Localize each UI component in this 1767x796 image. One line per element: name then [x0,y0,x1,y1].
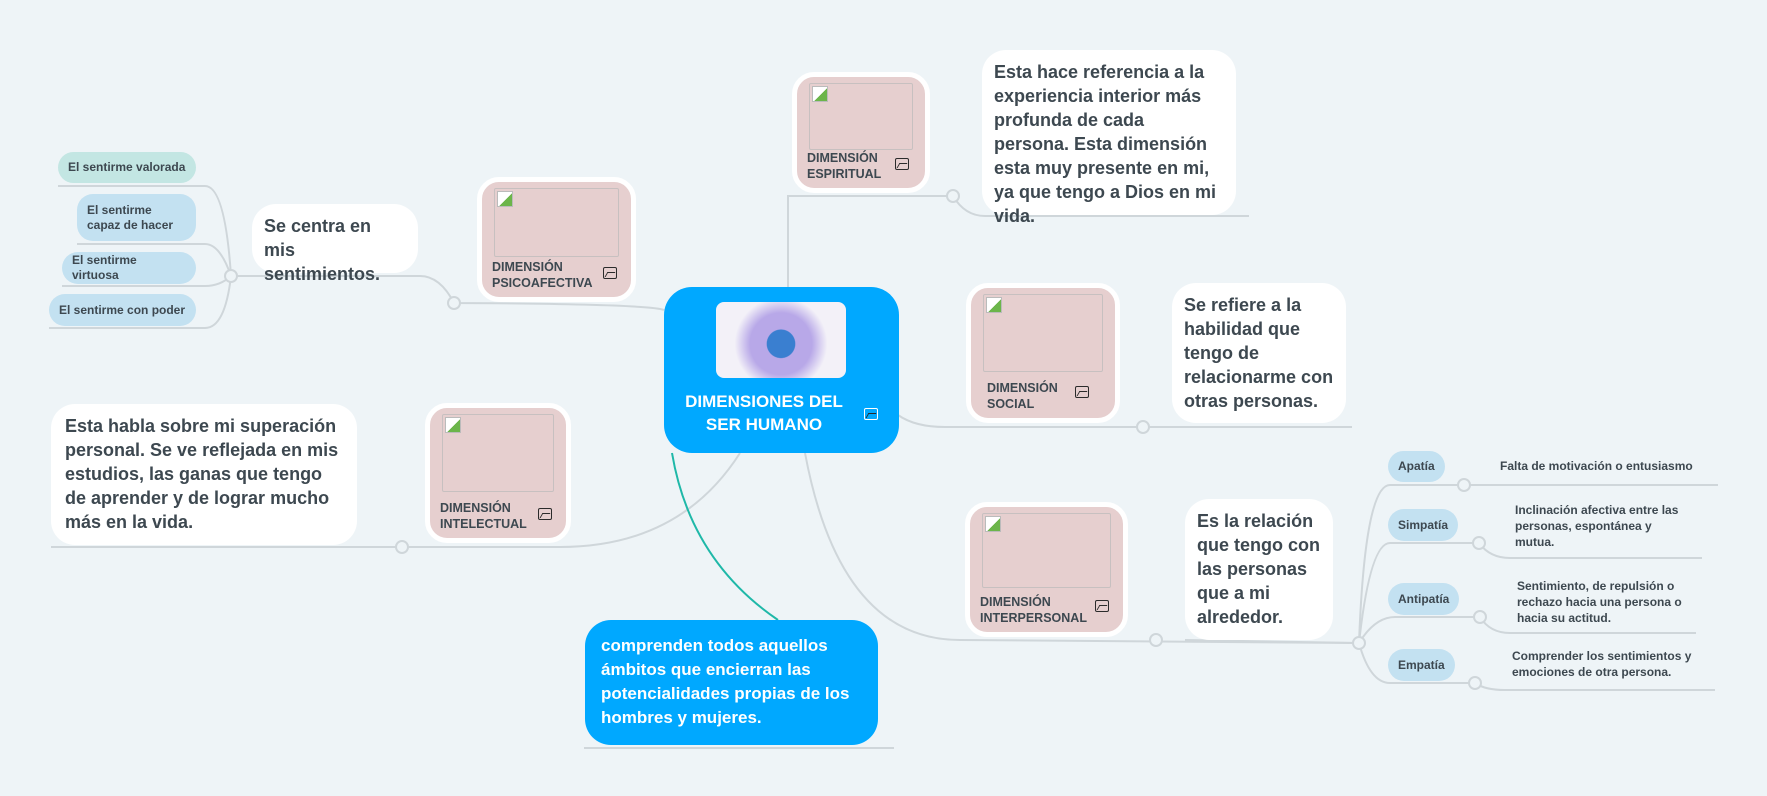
psicoafectiva-text[interactable]: Se centra en mis sentimientos. [252,204,418,284]
child-empatia[interactable]: Empatía [1388,649,1455,681]
child-antipatia[interactable]: Antipatía [1388,583,1460,615]
desc-antipatia[interactable]: Sentimiento, de repulsión o rechazo haci… [1517,579,1682,625]
desc-empatia[interactable]: Comprender los sentimientos y emociones … [1512,649,1692,679]
child-apatia[interactable]: Apatía [1388,451,1445,482]
broken-image [442,414,554,492]
broken-image [982,513,1111,588]
image-icon[interactable] [538,508,552,520]
image-icon[interactable] [864,408,878,420]
broken-image [983,294,1103,372]
child-simpatia[interactable]: Simpatía [1388,509,1459,541]
child-poder[interactable]: El sentirme con poder [49,294,196,326]
broken-image [494,188,619,257]
child-valorada[interactable]: El sentirme valorada [58,152,196,183]
image-icon[interactable] [603,267,617,279]
central-image [716,302,846,378]
image-icon[interactable] [1075,386,1089,398]
desc-simpatia[interactable]: Inclinación afectiva entre las personas,… [1515,503,1679,549]
desc-apatia[interactable]: Falta de motivación o entusiasmo [1500,459,1693,473]
social-text[interactable]: Se refiere a la habilidad que tengo de r… [1172,283,1346,423]
espiritual-text[interactable]: Esta hace referencia a la experiencia in… [982,50,1236,226]
interpersonal-text[interactable]: Es la relación que tengo con las persona… [1185,499,1333,640]
child-virtuosa[interactable]: El sentirme virtuosa [62,252,196,284]
child-capaz[interactable]: El sentirme capaz de hacer [77,194,196,241]
image-icon[interactable] [895,158,909,170]
definition-bubble[interactable]: comprenden todos aquellos ámbitos que en… [585,620,878,745]
intelectual-text[interactable]: Esta habla sobre mi superación personal.… [51,404,357,545]
broken-image [809,83,913,150]
image-icon[interactable] [1095,600,1109,612]
